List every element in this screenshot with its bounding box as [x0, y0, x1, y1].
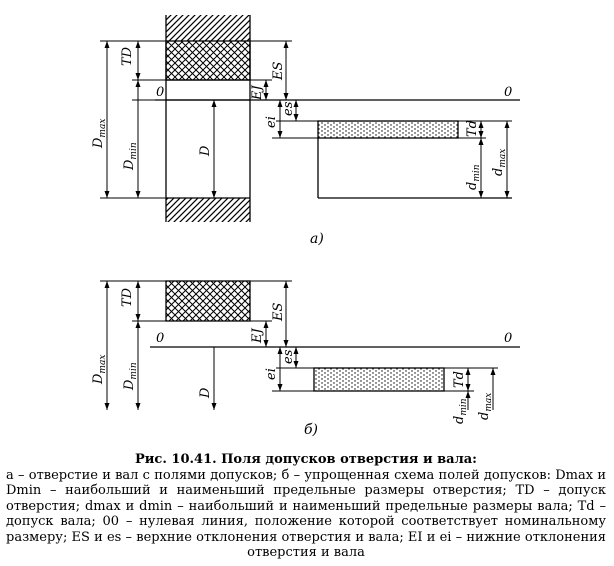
label-zero-left: 0	[156, 85, 164, 100]
label-zero-right: 0	[504, 331, 512, 346]
figure-caption: Рис. 10.41. Поля допусков отверстия и ва…	[6, 452, 606, 561]
panel-b	[100, 280, 520, 410]
label-ei: ei	[264, 368, 279, 380]
label-Dmin: Dmin	[122, 362, 139, 391]
label-zero-left: 0	[156, 331, 164, 346]
label-dmin: dmin	[465, 164, 482, 190]
label-dmax: dmax	[477, 393, 494, 420]
label-Td: Td	[452, 371, 467, 388]
label-es: es	[281, 101, 296, 116]
label-dmax: dmax	[491, 149, 508, 176]
label-TD: TD	[120, 287, 135, 307]
label-Dmax: Dmax	[91, 355, 108, 385]
label-Dmin: Dmin	[122, 142, 139, 171]
label-ei: ei	[264, 116, 279, 128]
panel-a-labels: TD Dmax Dmin D ES EJ ei es 0 0 Td dmin d…	[91, 46, 512, 247]
caption-title: Рис. 10.41. Поля допусков отверстия и ва…	[135, 452, 477, 467]
panel-a	[100, 15, 520, 222]
label-dmin: dmin	[452, 398, 469, 424]
label-es: es	[281, 349, 296, 364]
label-TD: TD	[120, 46, 135, 66]
panel-b-labels: TD Dmax Dmin D ES EJ ei es 0 0 Td dmin d…	[91, 287, 512, 438]
label-ES: ES	[271, 62, 286, 81]
label-Dmax: Dmax	[91, 119, 108, 149]
label-ES: ES	[271, 303, 286, 322]
label-D: D	[198, 387, 213, 399]
label-Td: Td	[465, 120, 480, 137]
caption-text: а – отверстие и вал с полями допусков; б…	[6, 467, 606, 561]
label-zero-right: 0	[504, 85, 512, 100]
label-EJ: EJ	[250, 328, 265, 344]
label-D: D	[198, 145, 213, 157]
label-EJ: EJ	[250, 85, 265, 101]
panel-a-label: a)	[310, 231, 324, 247]
tolerance-diagram: TD Dmax Dmin D ES EJ ei es 0 0 Td dmin d…	[91, 15, 520, 438]
panel-b-label: б)	[304, 422, 318, 438]
